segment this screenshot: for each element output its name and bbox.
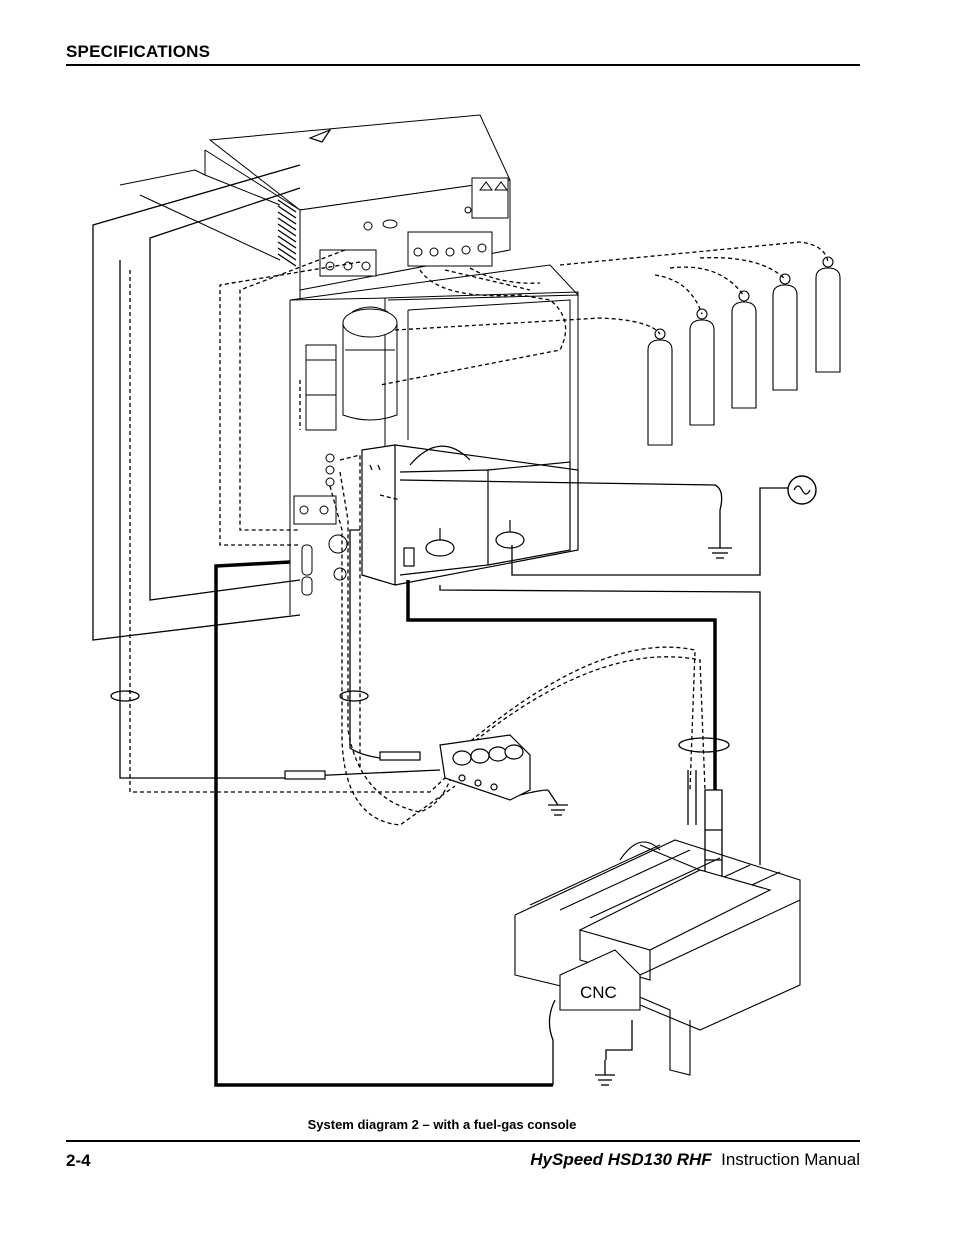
manual-title: HySpeed HSD130 RHF Instruction Manual	[530, 1150, 860, 1170]
page-number: 2-4	[66, 1151, 91, 1170]
header-rule	[66, 64, 860, 66]
ground-symbols	[547, 510, 732, 1086]
cutting-table	[514, 839, 801, 1076]
figure-caption-text: System diagram 2 – with a fuel-gas conso…	[307, 1117, 577, 1132]
valve-manifold	[284, 734, 531, 801]
power-supply	[119, 114, 511, 300]
rhf-console	[361, 444, 579, 586]
gas-cylinders	[647, 256, 841, 446]
ac-source-icon	[787, 475, 817, 505]
gas-console	[289, 264, 580, 615]
product-name: HySpeed HSD130 RHF	[530, 1150, 712, 1169]
section-title: SPECIFICATIONS	[66, 42, 211, 61]
manual-text: Instruction Manual	[721, 1150, 860, 1169]
figure-caption: System diagram 2 – with a fuel-gas conso…	[0, 1117, 954, 1132]
cnc-label: CNC	[580, 983, 617, 1002]
footer-rule	[66, 1140, 860, 1142]
